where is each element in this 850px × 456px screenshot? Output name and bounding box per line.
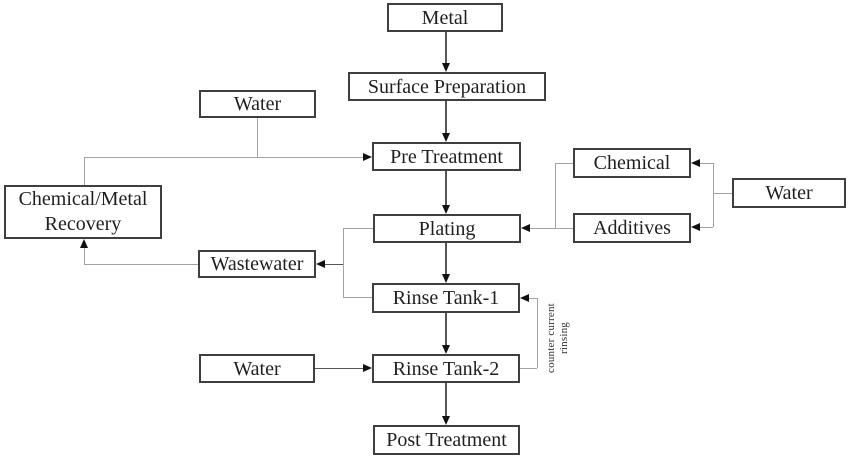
arrowhead-into-post-treatment	[441, 416, 450, 425]
edge-counter-current-vertical	[536, 298, 538, 368]
edge-water-to-chemical	[700, 162, 713, 164]
node-water-right-label: Water	[765, 182, 813, 204]
arrowhead-into-plating-right	[521, 223, 530, 232]
node-rinse-tank-1-label: Rinse Tank-1	[392, 287, 500, 309]
node-water-right: Water	[732, 178, 846, 208]
edge-rinse-tank-1-left-stub	[343, 296, 372, 298]
edge-counter-current-bottom	[520, 367, 537, 369]
node-plating: Plating	[373, 214, 521, 243]
edge-chemical-join-vertical	[554, 163, 556, 228]
edge-plating-to-rinse-tank-1	[445, 243, 447, 275]
edge-wastewater-to-recovery-horizontal	[84, 263, 198, 265]
node-wastewater-label: Wastewater	[210, 253, 304, 275]
counter-current-rinsing-label: counter current rinsing	[545, 288, 571, 388]
node-pre-treatment-label: Pre Treatment	[390, 145, 503, 168]
arrowhead-into-rinse-tank-2-left	[363, 363, 372, 372]
arrowhead-into-pre-treatment-left	[363, 152, 372, 161]
edge-recovery-up-riser	[83, 157, 85, 185]
node-pre-treatment: Pre Treatment	[372, 142, 521, 171]
edge-water-right-vertical	[712, 163, 714, 227]
arrowhead-into-rinse-tank-2-top	[441, 345, 450, 354]
node-surface-preparation: Surface Preparation	[348, 72, 546, 101]
node-plating-label: Plating	[418, 217, 476, 240]
node-rinse-tank-2: Rinse Tank-2	[372, 354, 520, 383]
node-metal-label: Metal	[421, 6, 469, 29]
edge-rinse-tank-1-to-rinse-tank-2	[445, 313, 447, 346]
node-post-treatment-label: Post Treatment	[386, 429, 507, 451]
edge-chemical-left-stub	[555, 162, 573, 164]
edge-water-right-stub	[713, 192, 732, 194]
node-post-treatment: Post Treatment	[373, 425, 520, 455]
node-wastewater: Wastewater	[198, 250, 316, 278]
node-additives: Additives	[573, 213, 691, 243]
edge-water-bottom-to-rinse-tank-2	[315, 367, 363, 369]
edge-plating-left-stub	[343, 227, 373, 229]
node-metal: Metal	[387, 3, 503, 32]
edge-pre-treatment-to-plating	[445, 171, 447, 206]
node-rinse-tank-2-label: Rinse Tank-2	[392, 357, 500, 380]
arrowhead-into-wastewater-right	[316, 259, 325, 268]
node-chemical-metal-recovery: Chemical/Metal Recovery	[4, 185, 162, 239]
edge-bracket-to-wastewater	[325, 263, 343, 265]
edge-wastewater-to-recovery-riser	[83, 248, 85, 264]
arrowhead-into-pre-treatment-top	[441, 133, 450, 142]
arrowhead-into-chemical-right	[691, 158, 700, 167]
arrowhead-into-plating-top	[441, 205, 450, 214]
edge-counter-current-top	[529, 297, 537, 299]
edge-bracket-vertical	[342, 228, 344, 297]
node-chemical-label: Chemical	[593, 152, 671, 174]
node-water-bottom: Water	[199, 354, 315, 383]
node-additives-label: Additives	[593, 217, 671, 239]
node-rinse-tank-1: Rinse Tank-1	[372, 283, 520, 313]
edge-metal-to-surface-preparation	[445, 32, 447, 64]
node-surface-preparation-label: Surface Preparation	[367, 75, 527, 98]
edge-water-to-additives	[700, 226, 713, 228]
arrowhead-into-additives-right	[691, 222, 700, 231]
node-chemical: Chemical	[573, 148, 691, 178]
node-chemical-metal-recovery-label: Chemical/Metal Recovery	[18, 188, 148, 235]
arrowhead-into-rinse-tank-1-right	[520, 293, 529, 302]
edge-water-top-drop	[256, 118, 258, 157]
arrowhead-into-surface-preparation	[441, 63, 450, 72]
counter-current-line2: rinsing	[558, 322, 570, 354]
arrowhead-into-recovery-bottom	[79, 239, 88, 248]
edge-to-pre-treatment-horizontal	[84, 156, 363, 158]
edge-surface-preparation-to-pre-treatment	[445, 101, 447, 134]
counter-current-line1: counter current	[545, 303, 557, 373]
edge-additives-to-plating	[530, 227, 573, 229]
node-water-top-label: Water	[233, 93, 282, 115]
edge-rinse-tank-2-to-post-treatment	[445, 383, 447, 417]
node-water-top: Water	[199, 90, 316, 118]
node-water-bottom-label: Water	[233, 357, 281, 380]
arrowhead-into-rinse-tank-1-top	[441, 274, 450, 283]
